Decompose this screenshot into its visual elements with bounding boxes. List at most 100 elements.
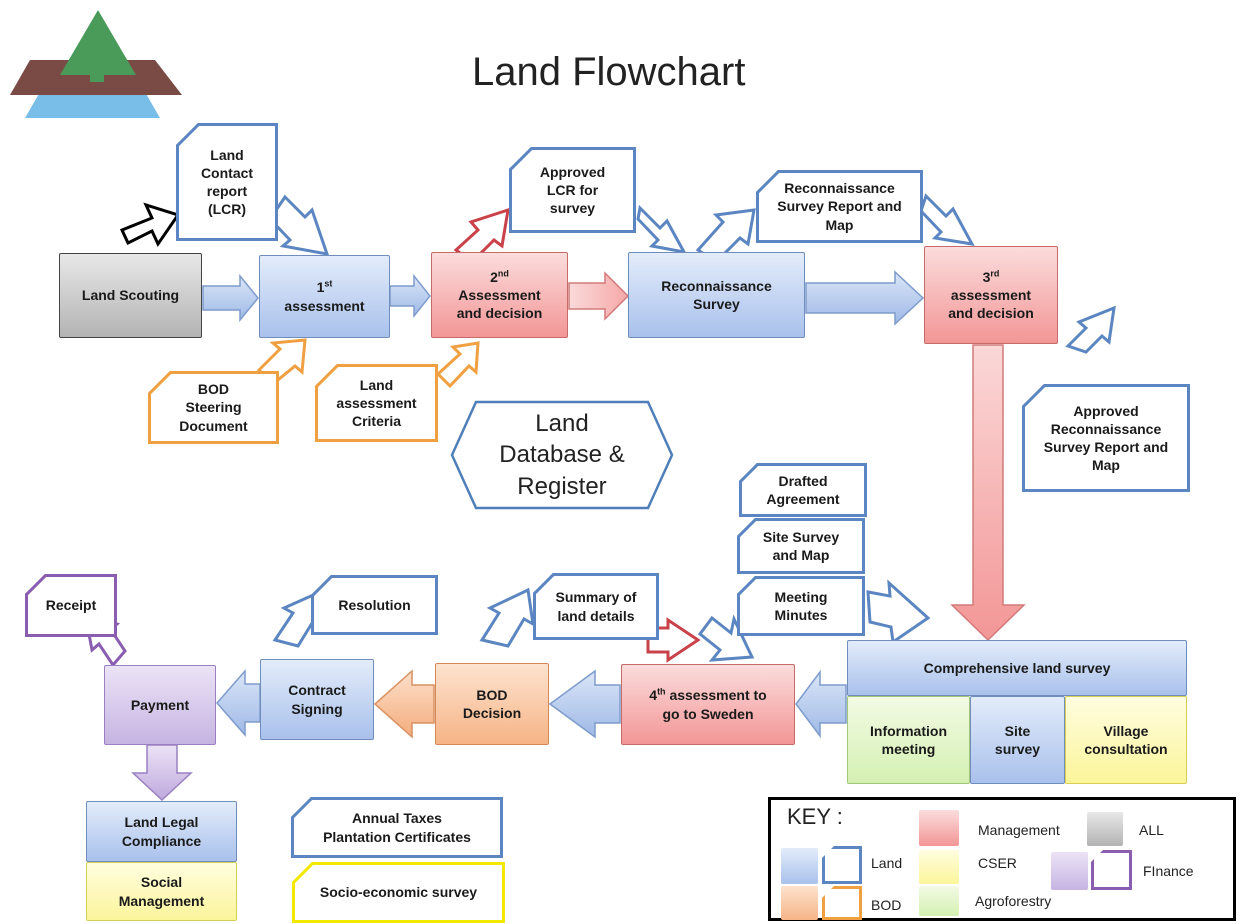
arrow-outline-criteria-second [435,341,480,389]
village-consultation-label: Village consultation [1084,722,1168,757]
second-assessment-ord: 2 [490,268,498,285]
receipt-corner [25,574,47,596]
legend-agroforestry-swatch [919,886,959,916]
meeting-minutes-label: Meeting Minutes [774,588,828,623]
legend-finance-swatch [1051,852,1088,890]
recon-report-label: Reconnaissance Survey Report and Map [777,180,902,233]
site-survey-box: Site survey [970,696,1065,784]
arrow-scouting-to-first [202,273,259,323]
site-survey-map-document: Site Survey and Map [737,518,865,574]
arrow-outline-approvedlcr-recon [636,204,687,255]
arrow-outline-third-approved [1065,305,1116,354]
arrow-first-to-second [389,273,431,319]
recon-report-corner [756,170,780,194]
third-assessment-ord: 3 [982,268,991,285]
information-meeting-label: Information meeting [870,722,947,757]
annual-taxes-label: Annual Taxes Plantation Certificates [323,810,471,845]
third-assessment-box: 3rd assessment and decision [924,246,1058,344]
land-database-label: Land Database & Register [499,410,625,500]
meeting-minutes-document: Meeting Minutes [737,576,865,636]
drafted-agreement-label: Drafted Agreement [766,472,840,507]
site-survey-label: Site survey [994,722,1041,757]
resolution-label: Resolution [338,596,411,613]
land-criteria-document: Land assessment Criteria [315,364,438,442]
arrow-bod-to-contract [373,669,435,739]
third-assessment-sup: rd [990,268,1000,279]
approved-recon-label: Approved Reconnaissance Survey Report an… [1043,402,1169,474]
legend-title: KEY : [787,804,843,829]
legend-land-label: Land [871,855,903,871]
first-assessment-box: 1st assessment [259,255,390,338]
land-criteria-label: Land assessment Criteria [336,376,417,430]
legend-land-swatch [781,848,818,884]
socio-economic-corner [292,862,314,884]
legend-bod-swatch [781,886,818,920]
receipt-label: Receipt [45,597,97,614]
arrow-outline-comp-minutes [866,579,931,645]
legend-agroforestry-label: Agroforestry [975,893,1052,909]
contract-signing-box: Contract Signing [260,659,374,740]
site-survey-map-label: Site Survey and Map [762,528,840,563]
legend-management-label: Management [978,822,1060,838]
arrow-recon-to-third [805,270,925,326]
bod-steering-document: BOD Steering Document [148,371,279,444]
approved-lcr-document: Approved LCR for survey [509,147,636,233]
payment-label: Payment [130,696,190,713]
summary-corner [533,573,555,595]
second-assessment-label: Assessment and decision [456,286,543,322]
summary-document: Summary of land details [533,573,659,640]
legend-key: KEY : Land BOD Management ALL CSER Agrof… [768,797,1236,921]
lcr-document-label: Land Contact report (LCR) [200,146,254,218]
arrow-outline-report-third [919,193,975,246]
page-title: Land Flowchart [472,50,746,94]
recon-survey-label: Reconnaissance Survey [661,277,772,312]
third-assessment-label: assessment and decision [948,286,1034,322]
payment-box: Payment [104,665,216,745]
arrow-outline-scouting-lcr [119,202,181,248]
fourth-assessment-box: 4th assessment to go to Sweden [621,664,795,745]
drafted-agreement-document: Drafted Agreement [739,463,867,517]
comprehensive-survey-box: Comprehensive land survey [847,640,1187,696]
legend-all-label: ALL [1139,822,1164,838]
arrow-third-to-comprehensive [950,344,1026,642]
resolution-corner [311,575,333,597]
social-management-label: Social Management [118,874,205,909]
fourth-assessment-label: assessment to go to Sweden [662,687,767,722]
arrow-comprehensive-to-fourth [795,669,847,739]
arrow-outline-lcr-first [268,194,330,256]
approved-recon-corner [1022,384,1046,408]
socio-economic-label: Socio-economic survey [319,884,478,901]
legend-finance-doc [1091,850,1132,890]
summary-label: Summary of land details [555,589,637,624]
drafted-agreement-corner [739,463,759,483]
first-assessment-ord: 1 [316,279,325,296]
arrow-contract-to-payment [216,669,261,737]
approved-recon-document: Approved Reconnaissance Survey Report an… [1022,384,1190,492]
arrow-payment-to-legal [131,744,193,802]
legend-land-doc [822,846,862,884]
arrow-second-to-recon [568,271,630,321]
lcr-document: Land Contact report (LCR) [176,123,278,241]
first-assessment-sup: st [324,278,333,289]
annual-taxes-corner [291,797,313,819]
arrow-fourth-to-bod [548,669,621,739]
contract-signing-label: Contract Signing [288,682,346,717]
socio-economic-document: Socio-economic survey [292,862,505,923]
resolution-document: Resolution [311,575,438,635]
bod-decision-box: BOD Decision [435,663,549,745]
arrow-outline-summary [479,587,535,648]
land-legal-label: Land Legal Compliance [121,814,202,849]
bod-steering-label: BOD Steering Document [179,381,248,434]
land-scouting-box: Land Scouting [59,253,202,338]
recon-report-document: Reconnaissance Survey Report and Map [756,170,923,243]
first-assessment-label: assessment [284,297,365,314]
second-assessment-sup: nd [497,268,509,279]
fourth-assessment-ord: 4 [649,687,658,704]
legend-cser-swatch [919,850,959,884]
arrow-outline-minutes [697,614,755,662]
legend-cser-label: CSER [978,855,1017,871]
legend-all-swatch [1087,812,1123,846]
receipt-document: Receipt [25,574,117,637]
